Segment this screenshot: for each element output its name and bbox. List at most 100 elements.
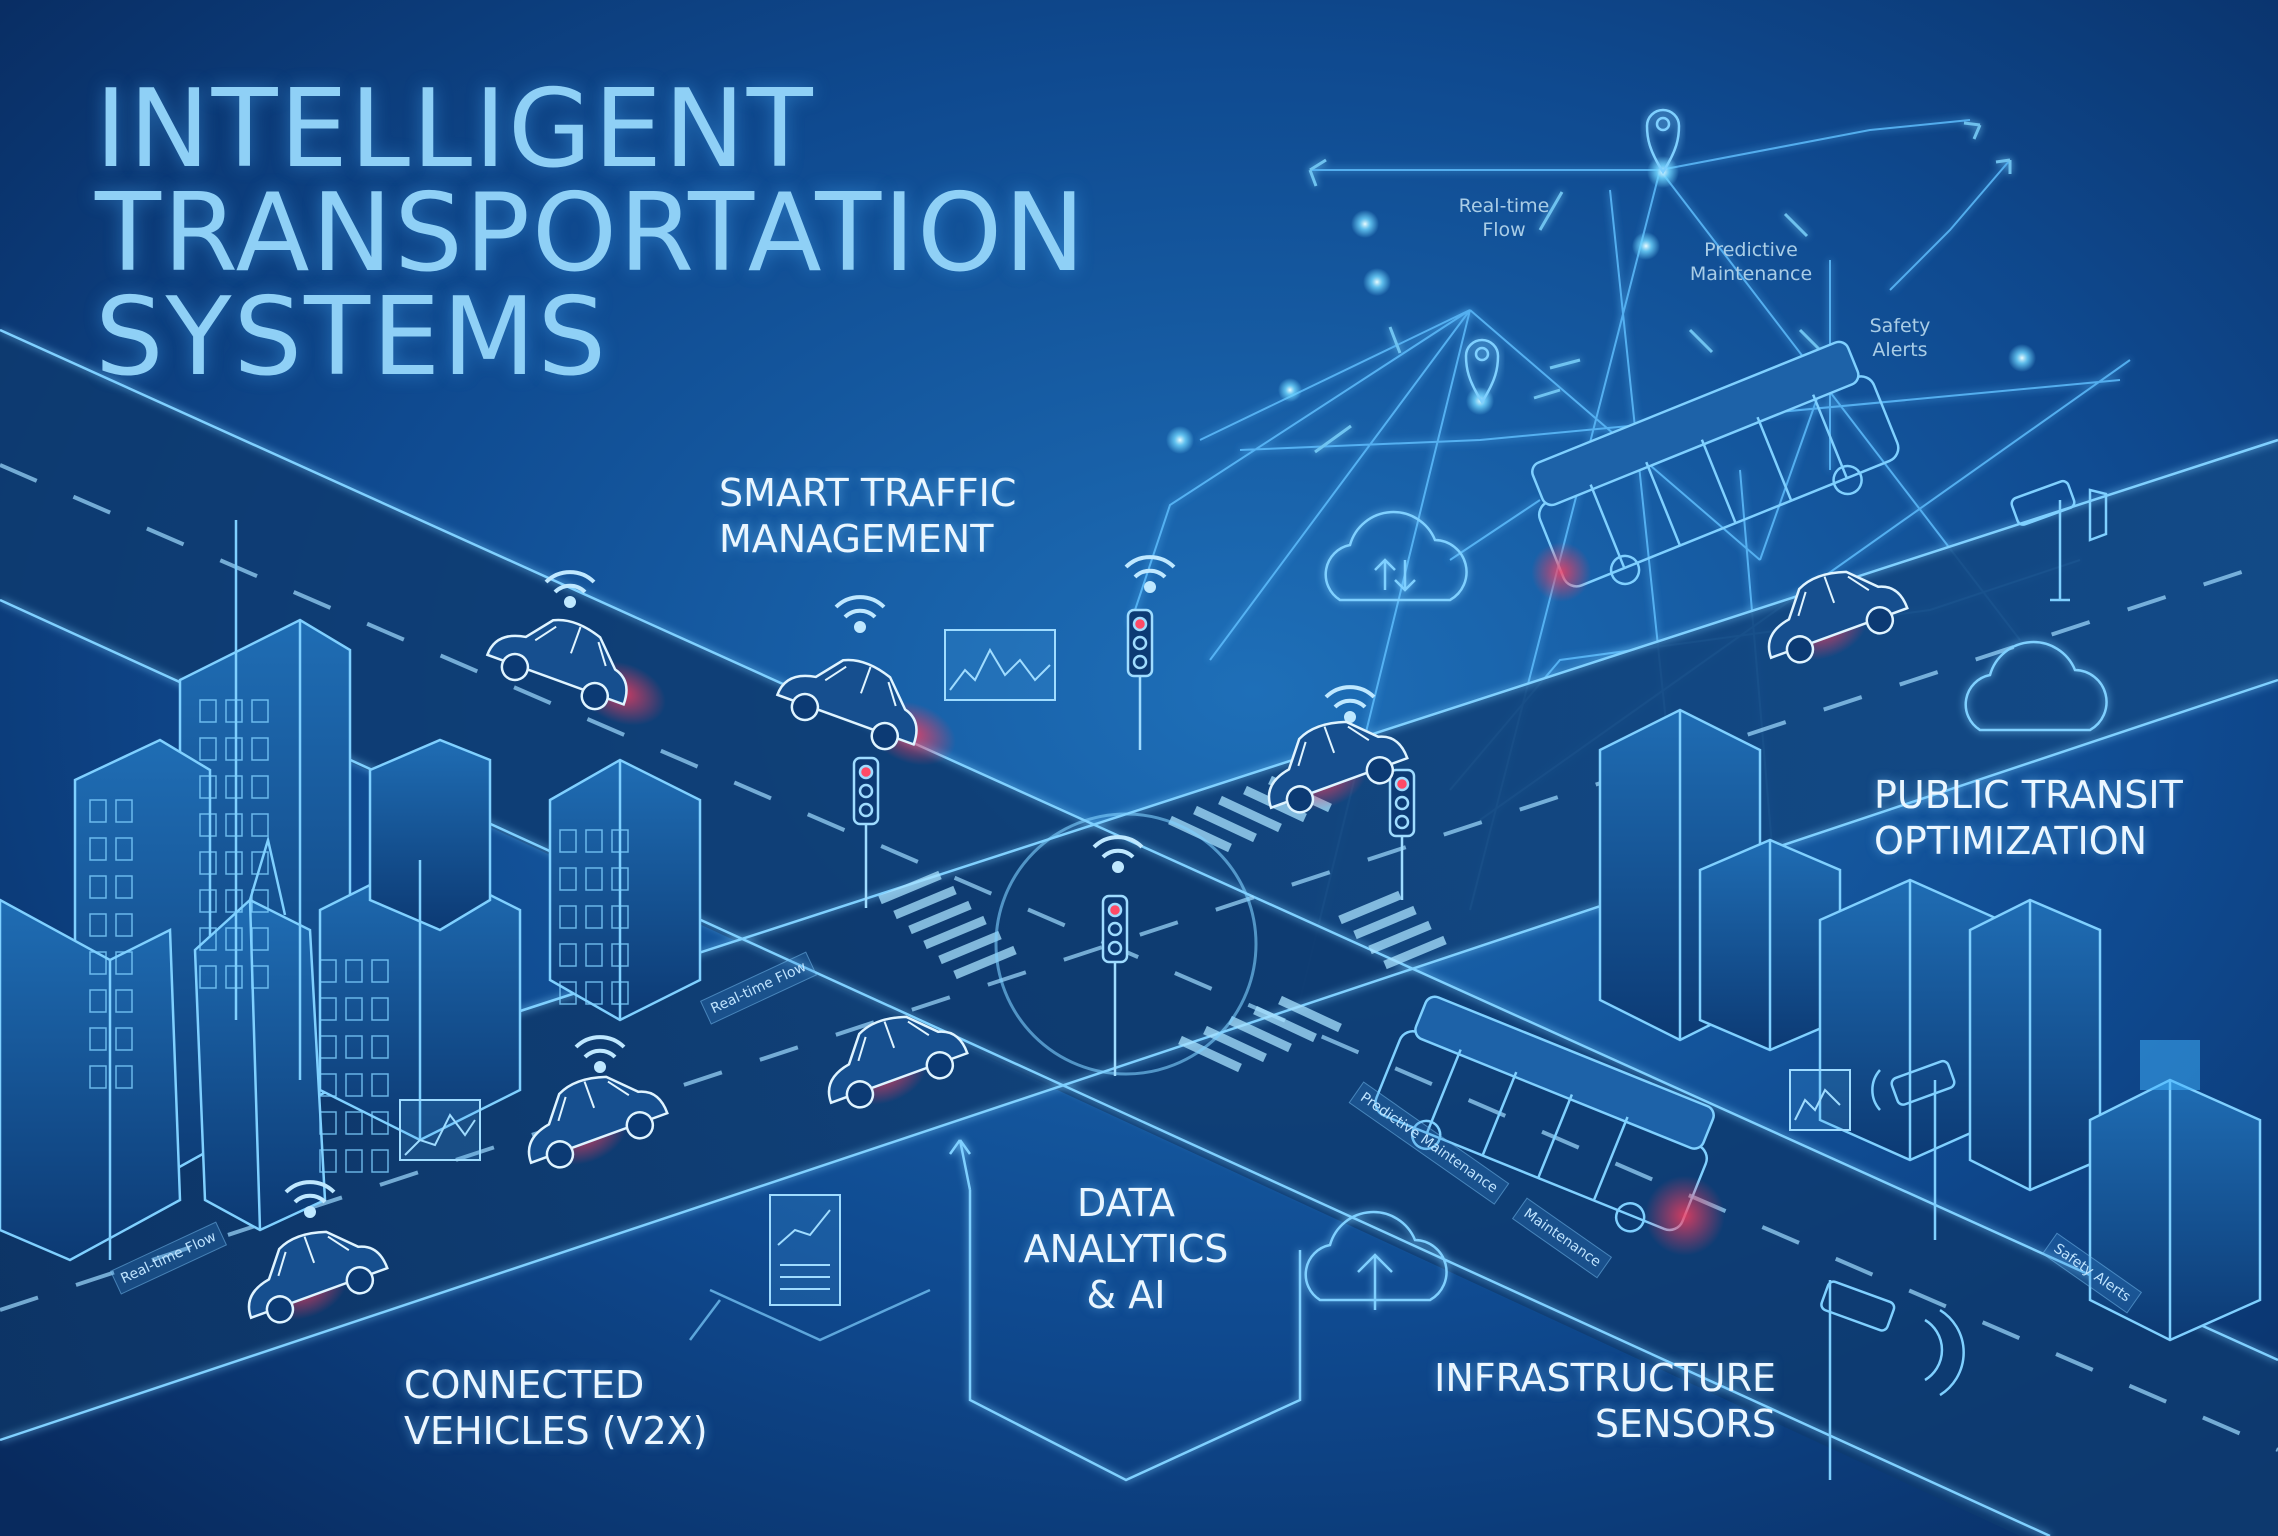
car-icon [527, 1075, 669, 1169]
window [559, 829, 577, 853]
label-smart-traffic-management: SMART TRAFFIC MANAGEMENT [719, 470, 1016, 562]
cloud-sync-icon [1324, 510, 1468, 602]
window [611, 943, 629, 967]
window [345, 997, 363, 1021]
window [115, 1027, 133, 1051]
arrow-heads [1308, 121, 2012, 454]
data-analytics-frame [948, 1139, 1302, 1482]
window [251, 927, 269, 951]
window [115, 951, 133, 975]
camera-icon [1820, 479, 2108, 1480]
window [251, 965, 269, 989]
window [319, 997, 337, 1021]
car-icon [1267, 720, 1409, 814]
window [89, 837, 107, 861]
window [115, 837, 133, 861]
wifi-icon [1092, 835, 1144, 873]
window [585, 943, 603, 967]
car-icon [485, 618, 666, 726]
rooftop-glow [2140, 1040, 2200, 1090]
window [115, 989, 133, 1013]
window [199, 775, 217, 799]
label-line: Maintenance [1689, 263, 1813, 285]
window [89, 875, 107, 899]
window [585, 829, 603, 853]
building-windows [89, 699, 629, 1173]
label-line: Safety [1869, 315, 1931, 337]
window [251, 737, 269, 761]
network-label-safety-alerts: Safety Alerts [1850, 314, 1950, 362]
label-line: SMART TRAFFIC [719, 471, 1017, 515]
label-line: OPTIMIZATION [1874, 819, 2148, 863]
window [371, 1111, 389, 1135]
window [225, 813, 243, 837]
wifi-icons [284, 555, 1376, 1218]
window [559, 943, 577, 967]
page-title: INTELLIGENT TRANSPORTATION SYSTEMS [95, 76, 1087, 400]
window [251, 889, 269, 913]
label-line: ANALYTICS [1023, 1227, 1229, 1271]
label-line: VEHICLES (V2X) [404, 1409, 708, 1453]
window [319, 959, 337, 983]
car-icon [247, 1230, 389, 1324]
window [371, 1149, 389, 1173]
window [251, 699, 269, 723]
window [225, 851, 243, 875]
label-line: INFRASTRUCTURE [1434, 1356, 1776, 1400]
label-line: & AI [1086, 1273, 1166, 1317]
building [368, 738, 492, 932]
location-pin-icon [1464, 338, 1500, 405]
window [585, 905, 603, 929]
window [199, 813, 217, 837]
car-icon [1767, 570, 1909, 664]
window [345, 1149, 363, 1173]
window [585, 867, 603, 891]
window [89, 951, 107, 975]
wifi-icon [284, 1180, 336, 1218]
window [611, 829, 629, 853]
window [319, 1073, 337, 1097]
window [199, 851, 217, 875]
window [319, 1149, 337, 1173]
window [559, 981, 577, 1005]
label-line: Predictive [1704, 239, 1798, 261]
cars [247, 570, 1909, 1324]
title-line: SYSTEMS [95, 275, 609, 400]
window [585, 981, 603, 1005]
crosswalks [878, 775, 1447, 1073]
intersection-roundabout [994, 812, 1258, 1076]
wifi-icon [1124, 555, 1176, 593]
label-public-transit-optimization: PUBLIC TRANSIT OPTIMIZATION [1874, 772, 2183, 864]
wifi-icon [834, 595, 886, 633]
window [371, 959, 389, 983]
window [225, 775, 243, 799]
window [345, 1111, 363, 1135]
window [611, 905, 629, 929]
window [319, 1035, 337, 1059]
window [611, 981, 629, 1005]
network-label-realtime-flow: Real-time Flow [1444, 194, 1564, 242]
window [199, 965, 217, 989]
window [199, 737, 217, 761]
window [225, 889, 243, 913]
label-line: CONNECTED [404, 1363, 645, 1407]
bus-icon [1374, 995, 1725, 1256]
window [115, 799, 133, 823]
window [115, 913, 133, 937]
location-pin-icon [1645, 108, 1681, 175]
building [1968, 898, 2102, 1192]
window [345, 1035, 363, 1059]
window [199, 889, 217, 913]
buildings-left [0, 520, 702, 1262]
window [89, 913, 107, 937]
chart-icon [399, 629, 1851, 1306]
window [251, 851, 269, 875]
window [89, 799, 107, 823]
window [225, 699, 243, 723]
window [89, 1027, 107, 1051]
traffic-light-icon [852, 608, 1416, 1076]
bus-icon [1531, 340, 1900, 602]
window [559, 905, 577, 929]
window [611, 867, 629, 891]
label-line: PUBLIC TRANSIT [1874, 773, 2183, 817]
